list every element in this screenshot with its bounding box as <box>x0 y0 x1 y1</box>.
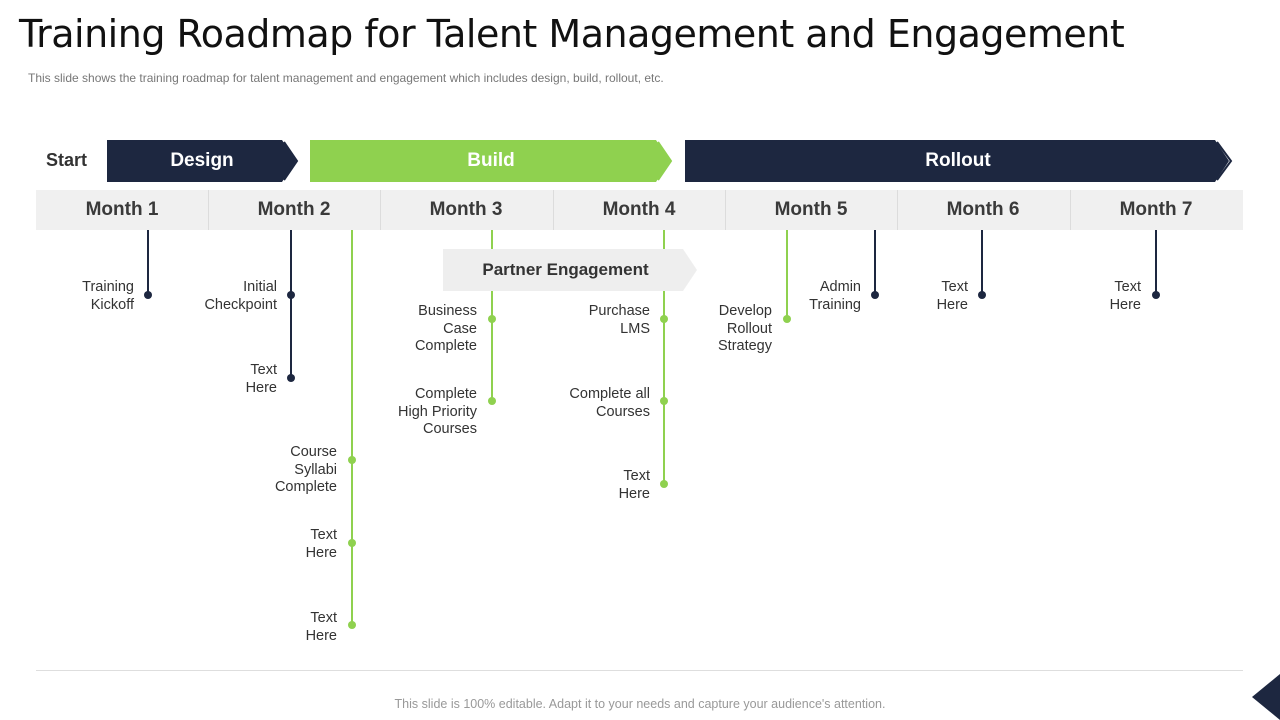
milestone-dot <box>488 397 496 405</box>
start-label: Start <box>46 150 88 170</box>
milestone-dot <box>660 397 668 405</box>
phase-build: Build <box>467 150 515 171</box>
milestone-dot <box>871 291 879 299</box>
milestone-dot <box>660 480 668 488</box>
design-arrow-shape <box>107 140 296 182</box>
partner-engagement-shape <box>443 249 697 291</box>
milestone-dot <box>660 315 668 323</box>
month-3: Month 3 <box>429 199 503 220</box>
month-3-line <box>491 291 493 402</box>
month-5-navy-line <box>874 230 876 296</box>
milestone-dot <box>348 456 356 464</box>
month-2-green-line <box>351 230 353 626</box>
phase-rollout: Rollout <box>925 150 991 171</box>
rollout-arrow-shape <box>685 140 1229 182</box>
milestone-dot <box>348 539 356 547</box>
month-4: Month 4 <box>602 199 676 220</box>
month-1: Month 1 <box>85 199 159 220</box>
rollout-arrow-tip <box>1216 141 1233 181</box>
month-4-line-top <box>663 230 665 249</box>
milestone-dot <box>287 374 295 382</box>
milestone-dot <box>978 291 986 299</box>
design-arrow-tip <box>283 141 299 181</box>
month-divider <box>208 190 209 230</box>
month-4-line <box>663 291 665 485</box>
month-divider <box>725 190 726 230</box>
month-1-line <box>147 230 149 296</box>
milestone-dot <box>1152 291 1160 299</box>
month-6: Month 6 <box>946 199 1020 220</box>
month-bar <box>36 190 1243 230</box>
month-2-navy-line <box>290 230 292 379</box>
milestone-dot <box>144 291 152 299</box>
milestone-dot <box>287 291 295 299</box>
month-divider <box>897 190 898 230</box>
phase-design: Design <box>170 150 234 171</box>
slide-title: Training Roadmap for Talent Management a… <box>19 12 1125 56</box>
month-5-green-line <box>786 230 788 320</box>
month-2: Month 2 <box>257 199 331 220</box>
milestone-dot <box>783 315 791 323</box>
month-3-line-top <box>491 230 493 249</box>
milestone-dot <box>348 621 356 629</box>
footer-note: This slide is 100% editable. Adapt it to… <box>394 697 886 711</box>
month-divider <box>553 190 554 230</box>
footer-divider <box>36 670 1243 671</box>
month-7: Month 7 <box>1119 199 1193 220</box>
build-arrow-tip <box>657 141 673 181</box>
slide-subtitle: This slide shows the training roadmap fo… <box>28 71 664 85</box>
build-arrow-shape <box>310 140 670 182</box>
month-5: Month 5 <box>774 199 848 220</box>
month-6-line <box>981 230 983 296</box>
milestone-dot <box>488 315 496 323</box>
month-7-line <box>1155 230 1157 296</box>
partner-engagement-label: Partner Engagement <box>482 260 649 279</box>
month-divider <box>1070 190 1071 230</box>
month-divider <box>380 190 381 230</box>
corner-triangle-icon <box>1252 674 1280 720</box>
